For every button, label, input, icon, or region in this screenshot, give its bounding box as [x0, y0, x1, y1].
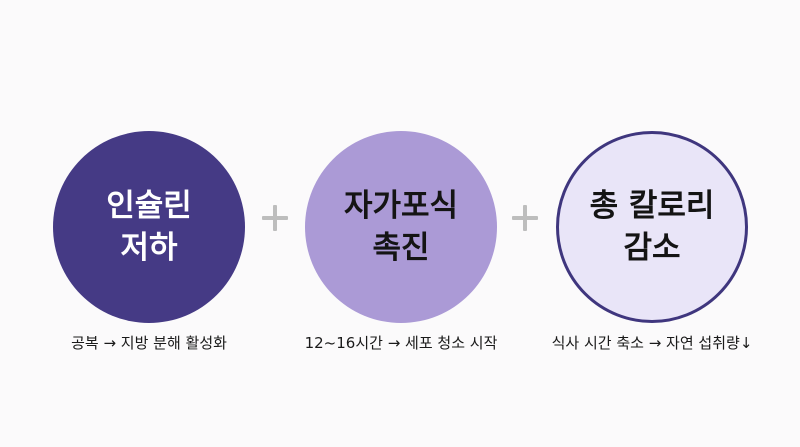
- factor-title-line: 저하: [120, 230, 178, 266]
- plus-icon: [260, 203, 290, 233]
- factor-caption-autophagy: 12~16시간 → 세포 청소 시작: [304, 334, 498, 352]
- factor-circle-autophagy: 자가포식 촉진: [305, 131, 497, 323]
- factor-title-line: 감소: [623, 230, 681, 266]
- factor-caption-calories: 식사 시간 축소 → 자연 섭취량↓: [551, 334, 753, 352]
- factor-title-line: 자가포식: [343, 188, 459, 224]
- factor-title-line: 인슐린: [106, 188, 192, 224]
- plus-icon: [510, 203, 540, 233]
- factor-title-line: 총 칼로리: [589, 188, 715, 224]
- factor-circle-calories: 총 칼로리 감소: [556, 131, 748, 323]
- factor-circle-insulin: 인슐린 저하: [53, 131, 245, 323]
- factor-caption-insulin: 공복 → 지방 분해 활성화: [71, 334, 227, 352]
- factor-title-line: 촉진: [372, 230, 430, 266]
